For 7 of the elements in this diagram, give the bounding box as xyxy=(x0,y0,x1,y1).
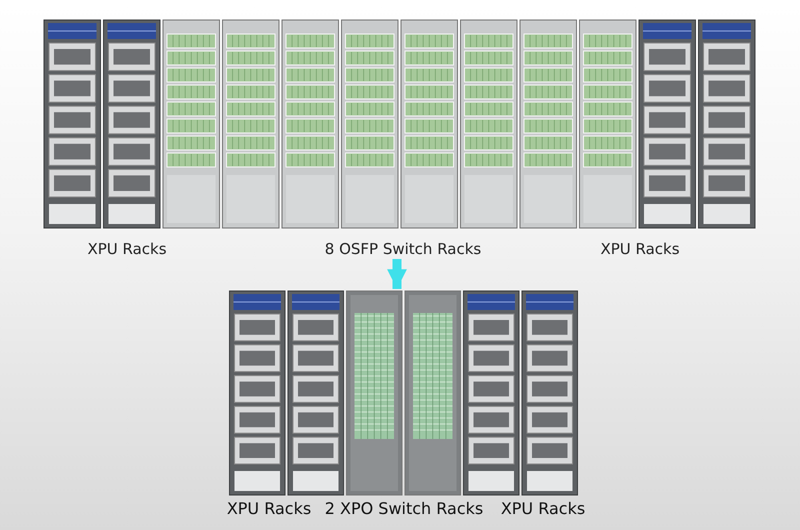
rack-group-label: XPU Racks xyxy=(226,499,312,518)
rack-group-label: XPU Racks xyxy=(500,499,586,518)
rack-group-label: XPU Racks xyxy=(600,240,680,258)
arrow xyxy=(387,259,407,289)
rack-group-label: 2 XPO Switch Racks xyxy=(324,499,484,518)
rack-group-label: XPU Racks xyxy=(87,240,167,258)
rack-group-label: 8 OSFP Switch Racks xyxy=(324,240,482,258)
